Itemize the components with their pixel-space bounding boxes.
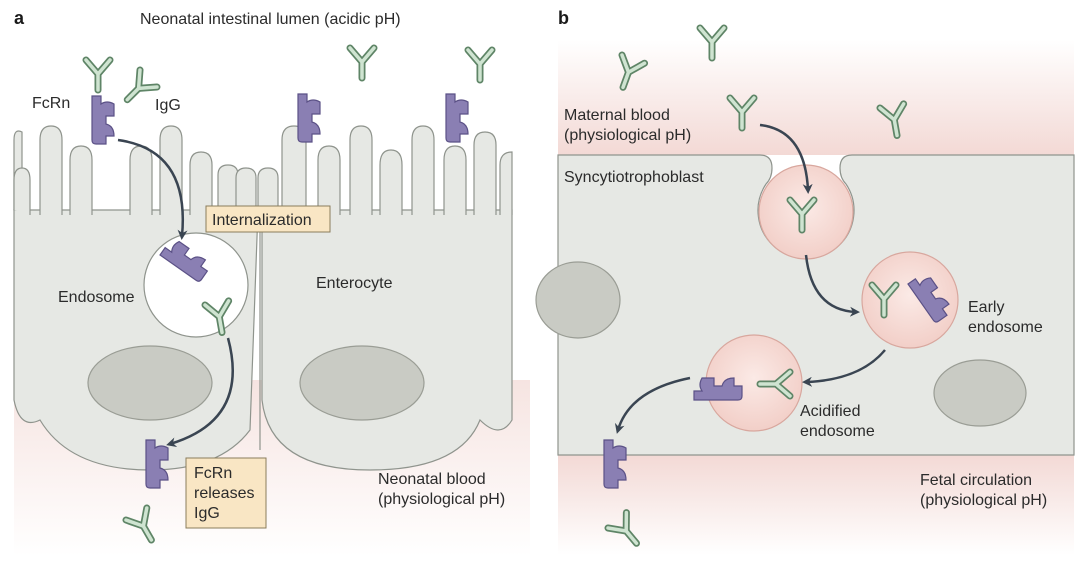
panel-a-letter: a	[14, 8, 25, 28]
nucleus-b-right	[933, 359, 1027, 427]
early-label-line1: Early	[968, 299, 1004, 316]
release-label-line3: IgG	[194, 505, 220, 522]
fetal-circulation-region	[558, 455, 1074, 555]
nucleus-b-left	[535, 261, 621, 339]
nucleus-left	[87, 345, 213, 421]
to-acidified-endosome-arrow	[802, 349, 886, 387]
lumen-label: Neonatal intestinal lumen (acidic pH)	[140, 11, 401, 28]
igg-3	[350, 48, 374, 78]
neonatal-blood-label-line1: Neonatal blood	[378, 471, 486, 488]
microvilli-right	[281, 125, 513, 215]
igg-2	[119, 70, 157, 108]
release-label-line2: releases	[194, 485, 254, 502]
internalization-label: Internalization	[212, 212, 312, 229]
panel-b: b Maternal blood (physiological pH) Sync…	[535, 8, 1075, 555]
syncytio-label: Syncytiotrophoblast	[564, 169, 704, 186]
panel-b-letter: b	[558, 8, 569, 28]
fcrn-receptor-3	[445, 93, 469, 143]
internalization-box	[205, 205, 331, 233]
maternal-label-line2: (physiological pH)	[564, 127, 691, 144]
release-label-line1: FcRn	[194, 465, 232, 482]
internalization-arrow	[117, 138, 188, 240]
endosome-a	[143, 232, 249, 338]
uptake-arrow	[759, 123, 813, 194]
fetal-label-line1: Fetal circulation	[920, 472, 1032, 489]
acidified-label-line2: endosome	[800, 423, 875, 440]
microvilli-left	[13, 125, 239, 215]
endosome-label: Endosome	[58, 289, 135, 306]
fcrn-receptor-1	[91, 95, 115, 145]
nucleus-right	[299, 345, 425, 421]
igg-label: IgG	[155, 97, 181, 114]
igg-1	[86, 60, 110, 90]
enterocyte-label: Enterocyte	[316, 275, 393, 292]
neonatal-blood-label-line2: (physiological pH)	[378, 491, 505, 508]
to-early-endosome-arrow	[804, 254, 860, 317]
panel-a: a Neonatal intestinal lumen (acidic pH)	[13, 8, 530, 556]
release-arrow	[166, 337, 234, 448]
acidified-endosome	[705, 334, 803, 432]
fcrn-label: FcRn	[32, 95, 70, 112]
early-endosome	[861, 251, 959, 349]
microvilli-center	[235, 167, 279, 215]
release-box	[185, 457, 267, 529]
maternal-label-line1: Maternal blood	[564, 107, 670, 124]
fcrn-receptor-2	[297, 93, 321, 143]
acidified-label-line1: Acidified	[800, 403, 860, 420]
igg-4	[468, 50, 492, 80]
fetal-label-line2: (physiological pH)	[920, 492, 1047, 509]
early-label-line2: endosome	[968, 319, 1043, 336]
transcytosis-arrow	[614, 376, 691, 434]
maternal-blood-region	[558, 40, 1074, 155]
enterocyte-cell-right	[261, 209, 513, 471]
